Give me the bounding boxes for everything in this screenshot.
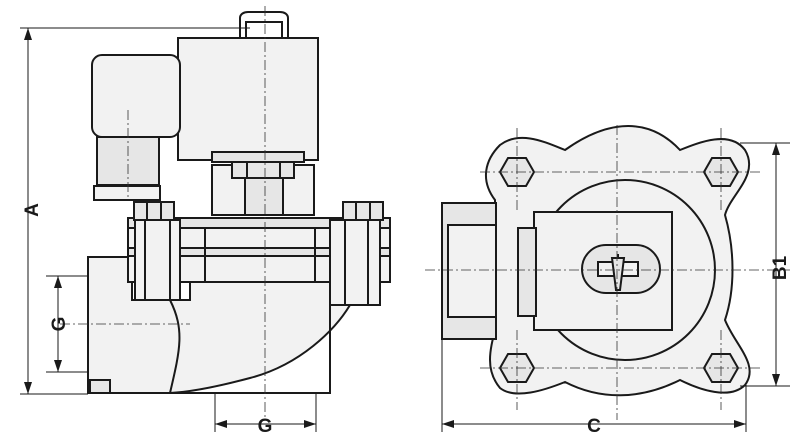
coil-base	[211, 151, 305, 163]
dimension-g-side-label: G	[49, 317, 70, 332]
dimension-g-bottom-label: G	[258, 416, 273, 437]
top-view	[425, 125, 790, 420]
left-bolt-shank	[134, 219, 181, 301]
left-bolt-nut	[133, 201, 175, 221]
stem	[244, 177, 284, 216]
dimension-b1-label: B1	[770, 255, 791, 280]
connector-housing	[91, 54, 181, 138]
dimension-a-label: A	[22, 203, 43, 217]
gland-nut	[93, 185, 161, 201]
top-dimensions: C B1	[441, 142, 791, 437]
body-port-detail	[89, 379, 111, 394]
coil-housing	[177, 37, 319, 161]
right-bolt-shank	[329, 219, 381, 306]
dimension-c-label: C	[587, 416, 601, 437]
side-dimensions: A G G	[20, 27, 317, 437]
side-view	[60, 6, 391, 420]
side-port-inner	[447, 224, 497, 318]
coil-side-plug	[517, 227, 537, 317]
right-bolt-nut	[342, 201, 384, 221]
screw-head	[610, 257, 626, 291]
coil-clip	[239, 11, 289, 38]
